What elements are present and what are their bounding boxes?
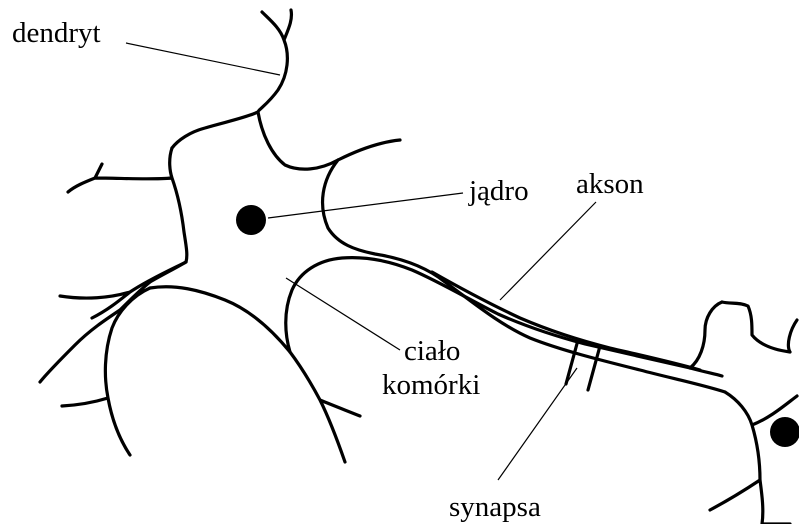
- label-cell-body-line1: ciało: [404, 335, 460, 367]
- second-neuron-nucleus-dot: [770, 417, 799, 447]
- cell-body-lower-edge: [150, 287, 360, 462]
- cell-body-upper-edge: [258, 112, 725, 392]
- second-neuron-outline: [690, 302, 797, 524]
- nucleus-leader-line: [268, 193, 463, 218]
- dendrite-left-lower: [40, 262, 186, 455]
- dendrite-top: [172, 10, 291, 148]
- label-synapse: synapsa: [449, 491, 541, 523]
- nucleus-dot: [236, 205, 266, 235]
- label-cell-body-line2: komórki: [382, 369, 480, 401]
- label-axon: akson: [576, 168, 644, 200]
- neuron-outline: [40, 10, 797, 524]
- axon-parallel-line: [432, 272, 700, 370]
- cell-body-leader-line: [286, 278, 400, 350]
- dendrite-leader-line: [126, 43, 280, 75]
- label-dendrite: dendryt: [12, 17, 101, 49]
- synapse-gap-mark-2: [588, 346, 600, 390]
- synapse-gap-mark-1: [566, 340, 578, 384]
- axon-leader-line: [500, 202, 596, 300]
- dendrite-left-upper: [60, 148, 187, 318]
- label-nucleus: jądro: [468, 175, 529, 207]
- leader-lines: [126, 43, 596, 480]
- synapse-leader-line: [498, 368, 577, 480]
